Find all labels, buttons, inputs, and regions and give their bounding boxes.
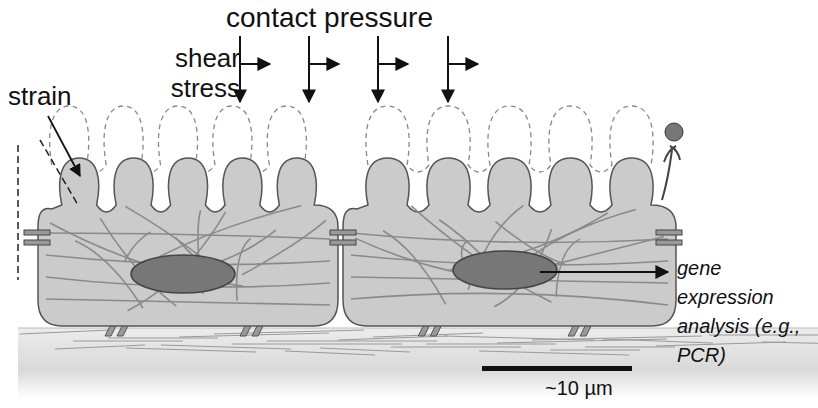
nucleus — [131, 255, 235, 293]
output-note: gene expression analysis (e.g., PCR) — [677, 254, 802, 370]
cell-junction — [330, 230, 356, 235]
shear-arrows — [240, 63, 478, 65]
cell-junction — [330, 240, 356, 245]
load-label: shear stress — [160, 44, 240, 104]
cell-body — [343, 158, 676, 326]
cytoskeleton — [351, 205, 668, 306]
cell-junction — [24, 230, 50, 235]
scale-bar — [482, 366, 632, 371]
cytoskeleton — [46, 206, 330, 311]
cell-junction — [656, 230, 682, 235]
cell-body — [38, 158, 338, 326]
cells — [24, 106, 683, 336]
strain-indicator — [18, 116, 80, 280]
deformation-label: strain — [8, 82, 72, 112]
surface-receptor — [662, 123, 683, 200]
pressure-arrows — [240, 36, 448, 102]
scale-label: ~10 µm — [545, 377, 613, 400]
cell-junction — [656, 240, 682, 245]
cell-junction — [24, 240, 50, 245]
nucleus — [453, 251, 557, 289]
expression-arrow — [540, 271, 668, 273]
load-label: contact pressure — [226, 2, 433, 34]
